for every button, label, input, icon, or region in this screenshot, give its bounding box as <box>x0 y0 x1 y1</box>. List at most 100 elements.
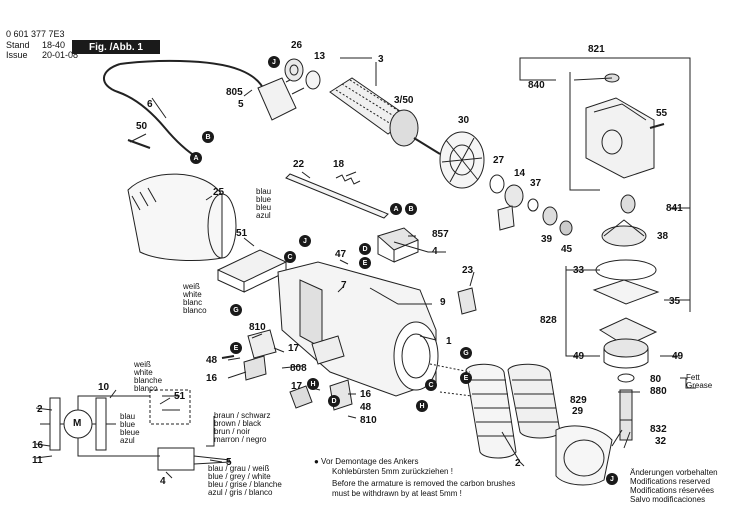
wire-left-blue-0: blau <box>120 412 136 421</box>
part-number: 0 601 377 7E3 <box>6 29 65 39</box>
wire-blue-grey-white-0: blau / grau / weiß <box>208 464 270 473</box>
wire-brown-black-1: brown / black <box>214 419 262 428</box>
marker-b-brush: B <box>405 203 417 215</box>
wire-white-2: blanc <box>183 298 203 307</box>
callout-27: 27 <box>493 155 505 166</box>
callout-50: 50 <box>136 121 148 132</box>
callout-829: 829 <box>570 395 587 406</box>
wire-brown-black-0: braun / schwarz <box>214 411 271 420</box>
callout-23: 23 <box>462 265 474 276</box>
wire-white-0: weiß <box>183 282 200 291</box>
callout-6: 6 <box>147 99 153 110</box>
callout-9: 9 <box>440 297 446 308</box>
callout-7: 7 <box>341 280 347 291</box>
callout-51: 51 <box>236 228 248 239</box>
callout-35: 35 <box>669 296 681 307</box>
marker-h-holder: H <box>307 378 319 390</box>
callout-810-bottom: 810 <box>360 415 377 426</box>
issue-label: Issue <box>6 50 28 60</box>
callout-821: 821 <box>588 44 605 55</box>
callout-805: 805 <box>226 87 243 98</box>
stand-label: Stand <box>6 40 30 50</box>
callout-51-schematic: 51 <box>174 391 186 402</box>
footer-es: Salvo modificaciones <box>630 495 706 504</box>
callout-857: 857 <box>432 229 449 240</box>
wire-left-white-3: blanco <box>134 384 158 393</box>
callout-26: 26 <box>291 40 303 51</box>
callout-17-top: 17 <box>288 343 300 354</box>
callout-16-bottom: 16 <box>360 389 372 400</box>
marker-d: D <box>359 243 371 255</box>
wire-left-white-1: white <box>134 368 153 377</box>
wire-blue-grey-white-3: azul / gris / blanco <box>208 488 273 497</box>
wire-blue-top-3: azul <box>256 211 271 220</box>
callout-49-left: 49 <box>573 351 585 362</box>
marker-c-switch: C <box>284 251 296 263</box>
callout-5-plug: 5 <box>238 99 244 110</box>
wire-left-white-0: weiß <box>134 360 151 369</box>
callout-3-50: 3/50 <box>394 95 414 106</box>
wire-blue-top-0: blau <box>256 187 272 196</box>
callout-4-schematic: 4 <box>160 476 166 487</box>
brush-note-line2: Kohlebürsten 5mm zurückziehen ! <box>332 467 453 476</box>
marker-g-switch: G <box>230 304 242 316</box>
callout-880: 880 <box>650 386 667 397</box>
footer-de: Änderungen vorbehalten <box>630 468 718 477</box>
marker-c-coil: C <box>425 379 437 391</box>
marker-d-holder: D <box>328 395 340 407</box>
wire-white-3: blanco <box>183 306 207 315</box>
brush-note-line3: Before the armature is removed the carbo… <box>332 479 516 488</box>
marker-a-brush: A <box>390 203 402 215</box>
callout-2-schematic: 2 <box>37 404 43 415</box>
callout-39: 39 <box>541 234 553 245</box>
callout-13: 13 <box>314 51 326 62</box>
marker-g-coil: G <box>460 347 472 359</box>
marker-b-cord: B <box>202 131 214 143</box>
callout-32: 32 <box>655 436 667 447</box>
footer-en: Modifications reserved <box>630 477 711 486</box>
marker-j-guard: J <box>606 473 618 485</box>
marker-e-coil: E <box>460 372 472 384</box>
callout-25: 25 <box>213 187 225 198</box>
callout-4: 4 <box>432 246 438 257</box>
marker-e-holder: E <box>230 342 242 354</box>
wire-blue-grey-white-2: bleu / grise / blanche <box>208 480 282 489</box>
callout-45: 45 <box>561 244 573 255</box>
callout-37: 37 <box>530 178 542 189</box>
callout-55: 55 <box>656 108 668 119</box>
wire-left-blue-3: azul <box>120 436 135 445</box>
wire-brown-black-2: brun / noir <box>214 427 251 436</box>
wire-left-white-2: blanche <box>134 376 163 385</box>
motor-symbol: M <box>73 418 82 429</box>
callout-1: 1 <box>446 336 452 347</box>
callout-16-top: 16 <box>206 373 218 384</box>
callout-49-right: 49 <box>672 351 684 362</box>
figure-label: Fig. /Abb. 1 <box>72 40 160 54</box>
grease-note-de: Fett <box>686 373 700 382</box>
callout-5-schematic: 5 <box>226 457 232 468</box>
wire-left-blue-2: bleue <box>120 428 140 437</box>
callout-810-top: 810 <box>249 322 266 333</box>
marker-a-cord: A <box>190 152 202 164</box>
marker-e: E <box>359 257 371 269</box>
callout-3: 3 <box>378 54 384 65</box>
callout-11: 11 <box>32 455 43 466</box>
callout-48-bottom: 48 <box>360 402 372 413</box>
callout-33: 33 <box>573 265 585 276</box>
callout-840: 840 <box>528 80 545 91</box>
callout-30: 30 <box>458 115 470 126</box>
callout-832: 832 <box>650 424 667 435</box>
callout-18: 18 <box>333 159 345 170</box>
issue-value: 20-01-08 <box>42 50 79 60</box>
marker-j-top: J <box>268 56 280 68</box>
callout-2-stator: 2 <box>515 458 521 469</box>
footer-fr: Modifications réservées <box>630 486 715 495</box>
marker-h-coil: H <box>416 400 428 412</box>
callout-14: 14 <box>514 168 526 179</box>
wire-left-blue-1: blue <box>120 420 136 429</box>
grease-note-en: Grease <box>686 381 713 390</box>
stand-value: 18-40 <box>42 40 66 50</box>
callout-48-top: 48 <box>206 355 218 366</box>
